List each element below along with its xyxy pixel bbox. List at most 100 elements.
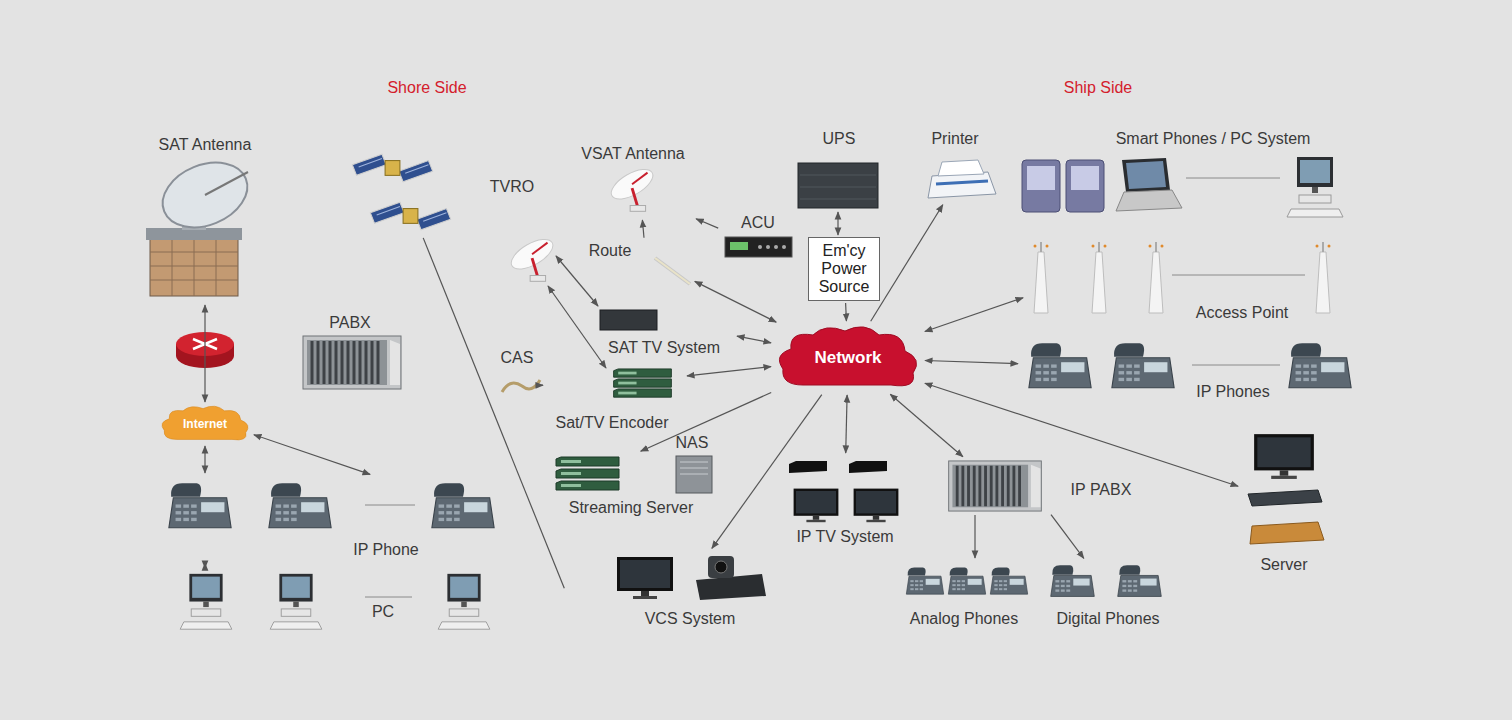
connector-arrow — [642, 220, 644, 238]
satellite-icon — [370, 202, 450, 229]
device-group-node: Smart Phones / PC System — [1015, 128, 1350, 223]
device-label: IP TV System — [796, 528, 893, 546]
connector-arrow — [696, 219, 718, 228]
connector-arrow — [845, 303, 847, 321]
antenna-node: SAT Antenna — [130, 134, 280, 303]
ups-icon — [798, 163, 878, 208]
server-node: Server — [1240, 428, 1330, 576]
sat-antenna-icon — [146, 151, 257, 296]
server-node: Streaming Server — [553, 452, 713, 519]
connector-arrow — [925, 361, 1018, 364]
tv-dish-icon — [507, 233, 558, 281]
phone-group-node: Digital Phones — [1040, 560, 1180, 630]
device-label: Route — [589, 242, 632, 260]
device-label: SAT TV System — [608, 339, 720, 357]
analog-phone-icon — [990, 568, 1027, 595]
acu-icon — [725, 237, 792, 257]
vcs-node: VCS System — [565, 550, 772, 630]
dish-link — [548, 286, 606, 368]
pabx-icon — [303, 336, 401, 389]
pc-icon — [270, 574, 322, 629]
device-label: NAS — [676, 434, 709, 452]
cloud-label: Internet — [183, 417, 227, 431]
ip-phone-icon — [269, 483, 331, 527]
device-label: Access Point — [1196, 304, 1288, 322]
device-label: Smart Phones / PC System — [1116, 130, 1311, 148]
ip-phone-icon — [1112, 343, 1174, 387]
connector-arrow — [538, 385, 544, 386]
analog-phone-icon — [948, 568, 985, 595]
device-label: Server — [1260, 556, 1307, 574]
ip-phone-icon — [432, 483, 494, 527]
phone-group-node: Analog Phones — [895, 560, 1035, 630]
connector-arrow — [871, 205, 943, 322]
device-label: UPS — [823, 130, 856, 148]
printer-node: Printer — [920, 128, 1000, 203]
device-label: CAS — [501, 349, 534, 367]
device-label: Sat/TV Encoder — [556, 414, 669, 432]
connector-arrow — [423, 238, 564, 588]
connector-arrow — [204, 305, 205, 402]
device-label: VCS System — [645, 610, 736, 628]
route-icon — [655, 258, 690, 284]
ip-phone-icon — [1289, 343, 1351, 387]
device-label: TVRO — [490, 178, 534, 196]
set-top-box-icon — [789, 461, 827, 473]
access-point-icon — [1149, 242, 1164, 313]
device-label: IP Phones — [1196, 383, 1270, 401]
cloud-label: Network — [814, 348, 881, 368]
access-point-icon — [1092, 242, 1107, 313]
ups-node: UPS — [795, 128, 883, 210]
cas-icon — [502, 380, 540, 392]
antenna-node: VSAT Antenna — [570, 142, 700, 218]
encoder-icon — [614, 369, 672, 377]
pabx-node: IP PABX — [940, 458, 1140, 513]
ip-phone-icon — [169, 483, 231, 527]
pabx-node: PABX — [298, 312, 406, 392]
ip-pabx-icon — [949, 461, 1042, 511]
tv-system-node: IP TV System — [780, 455, 910, 548]
smartphone-pc-icons — [1022, 158, 1280, 212]
pc-icon — [180, 574, 232, 629]
connector-arrow — [737, 336, 771, 343]
sat-tv-box-icon — [600, 310, 657, 330]
connector-arrow — [837, 212, 838, 235]
connector-arrow — [846, 395, 847, 453]
router-node: Route — [585, 240, 693, 288]
set-top-box-icon — [849, 461, 887, 473]
device-label: Streaming Server — [569, 499, 694, 517]
network-cloud: Network — [773, 323, 923, 393]
vcs-monitor-icon — [617, 557, 673, 599]
digital-phone-icon — [1118, 565, 1162, 596]
route-icon — [655, 258, 690, 284]
access-point-node: Access Point — [1025, 238, 1340, 326]
access-point-icon — [1316, 242, 1331, 313]
connector-arrow — [925, 298, 1023, 332]
access-point-icon — [1034, 242, 1049, 313]
connector-arrow — [890, 394, 963, 456]
side-heading: Ship Side — [1064, 79, 1133, 97]
encoder-icon — [614, 379, 672, 387]
tv-monitor-icon — [794, 489, 839, 523]
pc-icon — [1287, 157, 1343, 217]
streaming-server-icon — [556, 457, 619, 466]
connector-arrow — [204, 446, 205, 473]
connector-arrow — [974, 515, 975, 558]
connector-arrow — [712, 395, 822, 549]
satellite-icon — [352, 154, 432, 181]
group-line — [1192, 365, 1280, 366]
ip-phone-icon — [1029, 343, 1091, 387]
group-line — [365, 597, 412, 598]
pc-group-node: PC — [175, 570, 505, 633]
encoder-node: Sat/TV Encoder — [545, 365, 685, 434]
connector-arrow — [687, 367, 771, 376]
device-label: Printer — [931, 130, 978, 148]
connector-arrow — [204, 563, 205, 568]
encoder-icon — [614, 389, 672, 397]
printer-icon — [928, 160, 996, 198]
connector-arrow — [254, 435, 370, 475]
connector-arrow — [925, 383, 1238, 486]
